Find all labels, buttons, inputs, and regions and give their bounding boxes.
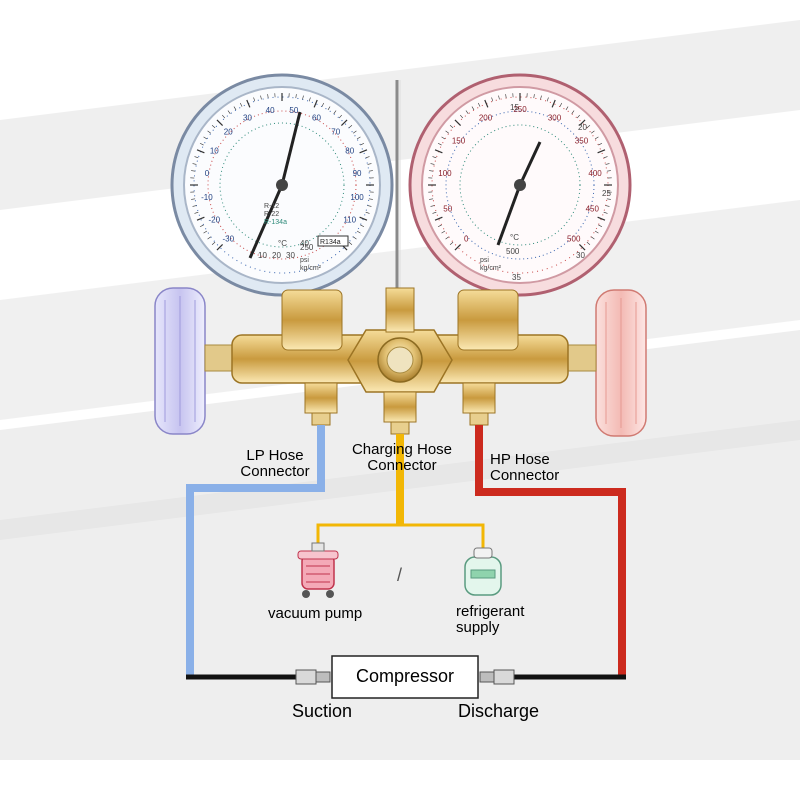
low-gauge-tick-label: 90 (353, 169, 362, 178)
high-gauge-mark-30: 30 (576, 251, 585, 260)
low-gauge-mark-40: 40 (300, 239, 309, 248)
low-gauge-tick-label: 0 (205, 169, 210, 178)
high-gauge-tick-label: 0 (464, 235, 469, 244)
charging-hose-connector-label: Charging Hose Connector (340, 442, 464, 474)
low-gauge-tick-label: 10 (210, 146, 219, 155)
lp-hose-connector-line-1: LP Hose (230, 448, 320, 464)
low-gauge-mark-celsius: °C (278, 239, 287, 248)
high-gauge-tick-label: 500 (567, 235, 581, 244)
hp-hose-connector-line-1: HP Hose (490, 452, 559, 468)
high-gauge-mark-20: 20 (578, 123, 587, 132)
low-gauge-tick-label: -10 (201, 193, 213, 202)
compressor-label: Compressor (332, 667, 478, 686)
suction-fitting (296, 670, 330, 684)
high-gauge-tick-label: 300 (548, 113, 562, 122)
charging-hose-connector-line-2: Connector (340, 458, 464, 474)
high-gauge-mark-15: 15 (510, 103, 519, 112)
high-gauge-mark-celsius: °C (510, 233, 519, 242)
discharge-fitting (480, 670, 514, 684)
high-gauge-tick-label: 50 (443, 204, 452, 213)
high-gauge-mark-35: 35 (512, 273, 521, 282)
low-gauge-tick-label: 100 (350, 193, 364, 202)
low-gauge-mark-psi: psi (300, 257, 309, 264)
low-gauge-mark-20: 20 (272, 251, 281, 260)
high-gauge-tick-label: 200 (479, 113, 493, 122)
high-gauge-tick-label: 450 (586, 204, 600, 213)
low-gauge-mark-r12: R-12 (264, 203, 279, 210)
high-gauge-mark-kg: kg/cm² (480, 265, 502, 272)
high-gauge-tick-label: 150 (452, 136, 466, 145)
refrigerant-supply-line-2: supply (456, 620, 524, 636)
high-gauge-tick-label: 100 (438, 169, 452, 178)
low-gauge-mark-r134a: R-134a (264, 219, 287, 226)
low-gauge-tick-label: 30 (243, 113, 252, 122)
low-gauge-tick-label: 70 (331, 127, 340, 136)
low-gauge-tick-label: 60 (312, 113, 321, 122)
high-pressure-gauge: 050100150200250300350400450500 °C psi kg… (410, 75, 630, 295)
refrigerant-supply-label: refrigerant supply (456, 604, 524, 636)
lp-hose-connector-label: LP Hose Connector (230, 448, 320, 480)
high-gauge-mark-500: 500 (506, 247, 520, 256)
refrigerant-supply-line-1: refrigerant (456, 604, 524, 620)
low-gauge-mark-r22: R-22 (264, 211, 279, 218)
high-gauge-tick-label: 350 (575, 136, 589, 145)
high-gauge-mark-25: 25 (602, 189, 611, 198)
low-gauge-mark-kg: kg/cm² (300, 265, 322, 272)
discharge-label: Discharge (458, 702, 539, 721)
low-gauge-tick-label: 50 (289, 106, 298, 115)
vacuum-pump-label: vacuum pump (268, 606, 362, 622)
low-pressure-gauge: -30-20-100102030405060708090100110120 R-… (172, 75, 392, 295)
hp-hose-connector-label: HP Hose Connector (490, 452, 559, 484)
high-gauge-mark-psi: psi (480, 257, 489, 264)
low-gauge-tick-label: 40 (266, 106, 275, 115)
low-gauge-tick-label: -20 (209, 216, 221, 225)
suction-label: Suction (292, 702, 352, 721)
low-gauge-tick-label: 20 (224, 127, 233, 136)
low-gauge-tick-label: -30 (222, 235, 234, 244)
low-gauge-badge: R134a (320, 239, 341, 246)
charging-hose-connector-line-1: Charging Hose (340, 442, 464, 458)
hp-hose-connector-line-2: Connector (490, 468, 559, 484)
low-gauge-mark-10: 10 (258, 251, 267, 260)
lp-hose-connector-line-2: Connector (230, 464, 320, 480)
low-gauge-tick-label: 110 (343, 216, 356, 225)
high-gauge-tick-label: 400 (588, 169, 602, 178)
low-gauge-mark-30: 30 (286, 251, 295, 260)
low-gauge-tick-label: 80 (345, 146, 354, 155)
separator-slash: / (397, 566, 402, 585)
